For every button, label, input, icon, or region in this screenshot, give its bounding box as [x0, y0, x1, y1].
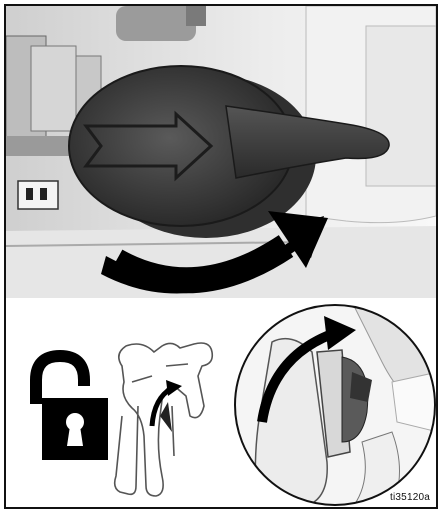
unlock-icon: [22, 346, 112, 466]
valve-handle-photo: [6, 6, 436, 298]
spray-gun-trigger-lock-icon: [102, 336, 242, 501]
instruction-figure: ti35120a: [4, 4, 438, 509]
trigger-lock-closeup: [232, 302, 438, 508]
figure-id-label: ti35120a: [390, 492, 430, 503]
